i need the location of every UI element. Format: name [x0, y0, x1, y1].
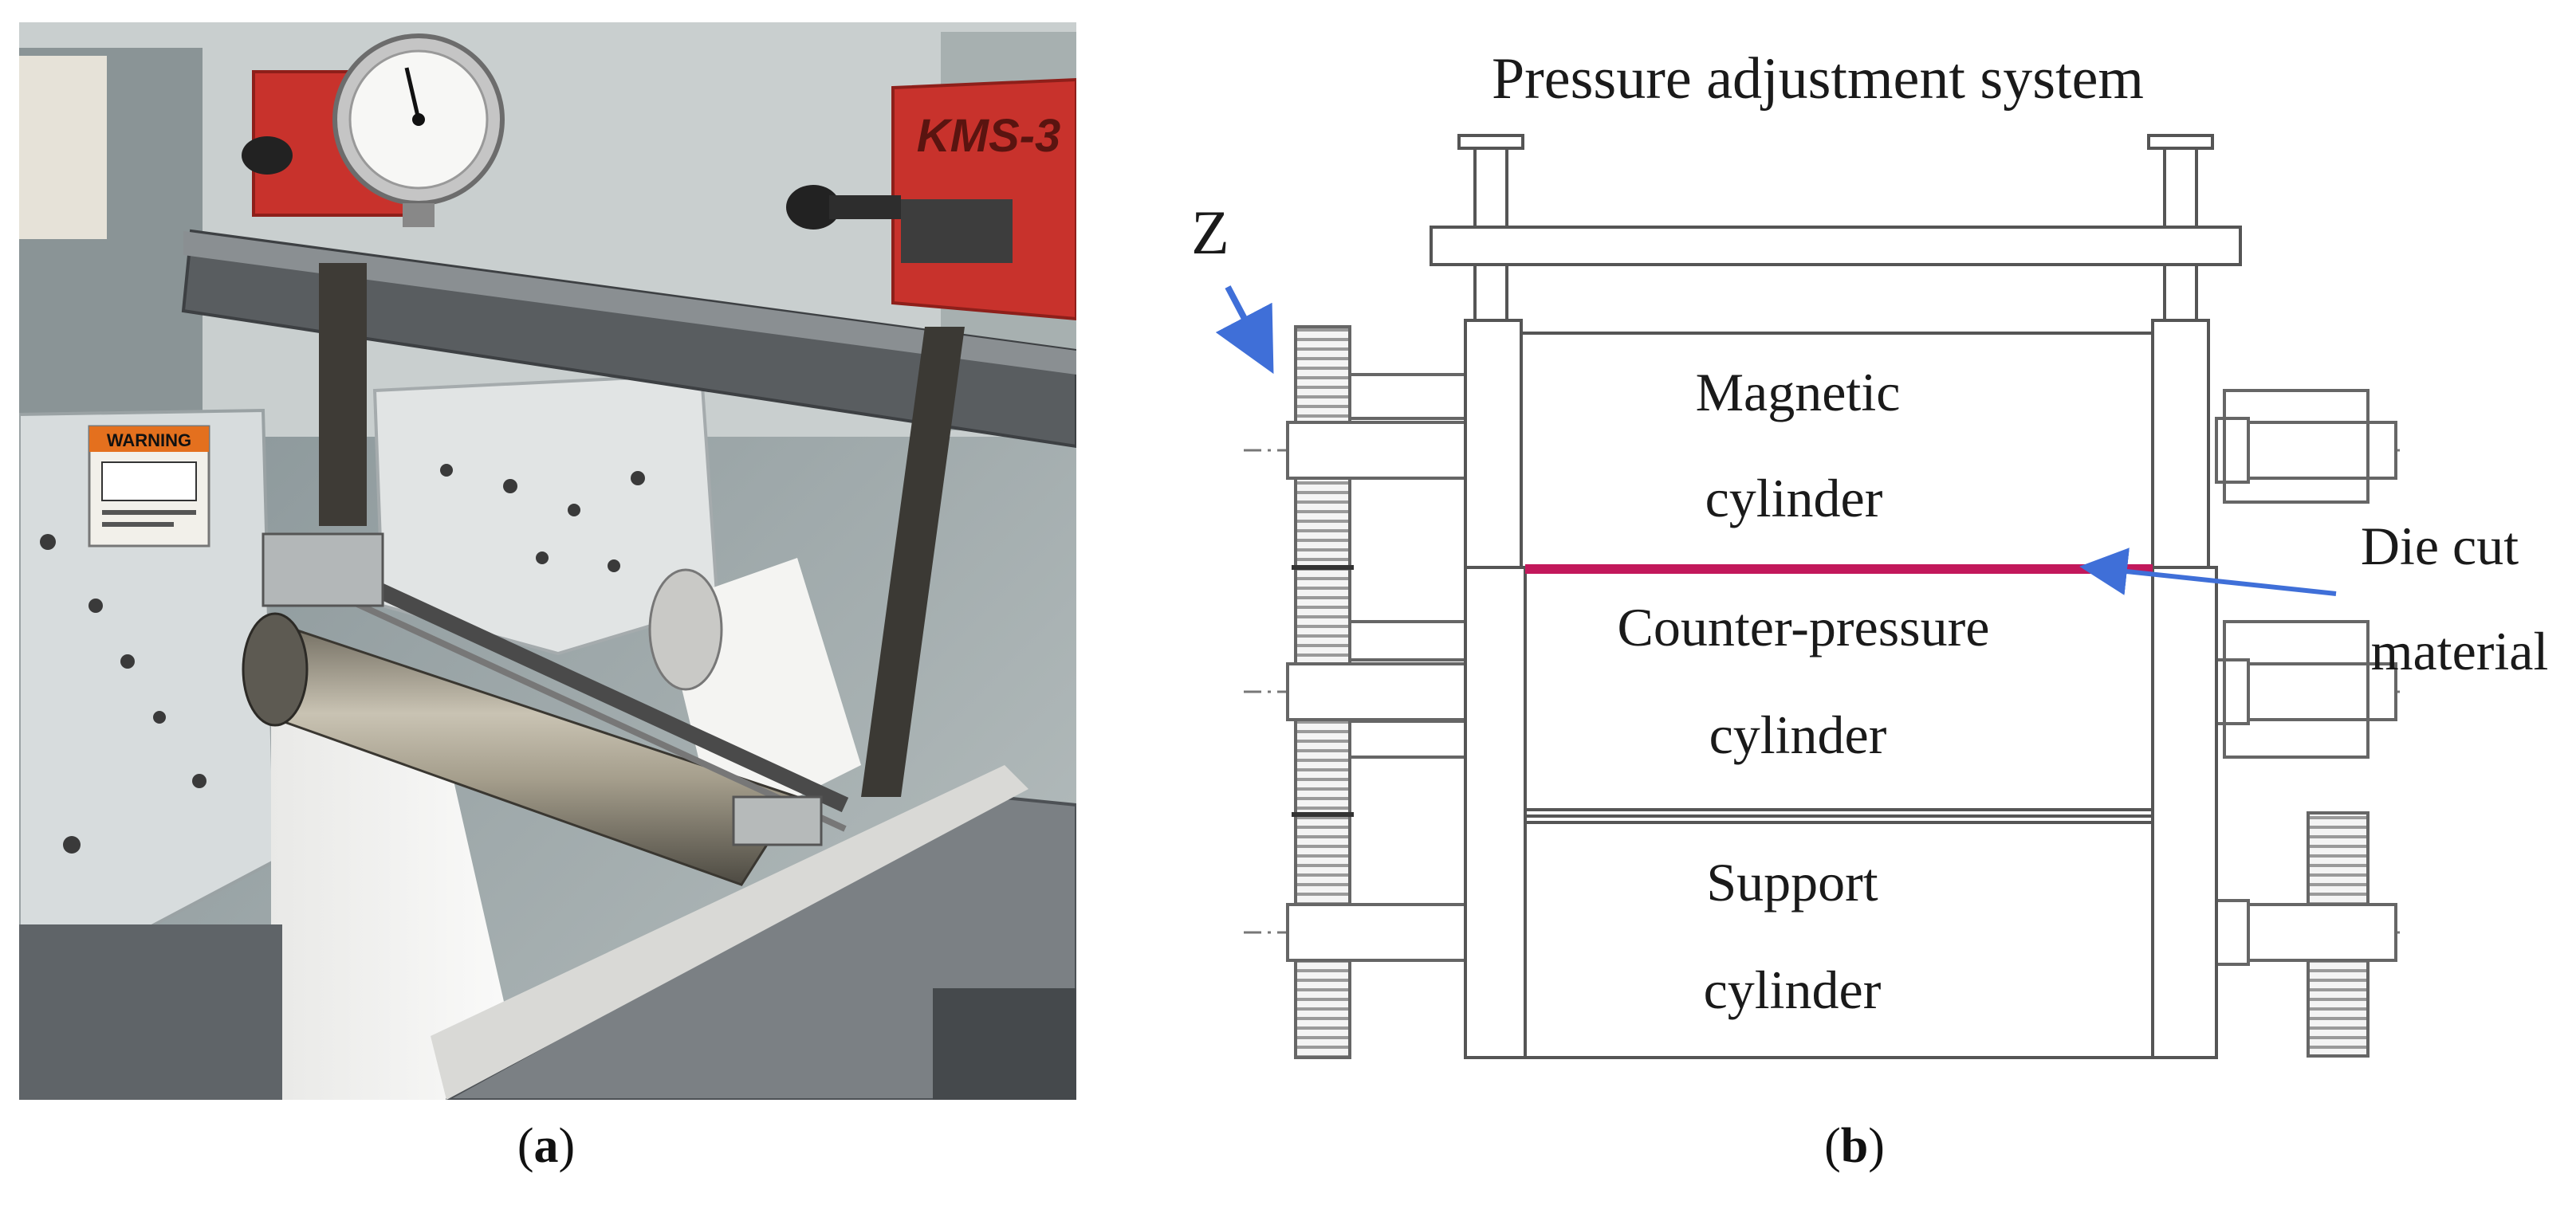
warning-sticker: WARNING — [88, 425, 210, 548]
main-cylinder-end — [242, 612, 309, 727]
front-guard-edge — [431, 765, 1028, 1100]
z-arrow — [1215, 285, 1274, 375]
magnetic-cylinder — [1520, 332, 2154, 569]
caption-b: (b) — [1824, 1119, 1885, 1173]
counter-label-1: Counter-pressure — [1618, 597, 1990, 657]
column-left — [319, 263, 367, 526]
caption-a: (a) — [517, 1119, 575, 1173]
guide-rod-2 — [333, 591, 847, 832]
pressure-gauge — [332, 33, 505, 227]
left-knob — [242, 136, 293, 175]
magnetic-label-2: cylinder — [1705, 468, 1883, 528]
rod-clamp-right — [732, 795, 823, 846]
magnetic-label-1: Magnetic — [1696, 362, 1901, 422]
pressure-bar — [1430, 226, 2242, 266]
red-block-right-slot — [901, 199, 1013, 263]
warning-sticker-label: WARNING — [107, 430, 191, 450]
right-knob — [786, 185, 840, 230]
top-crossbar-face — [183, 231, 1076, 375]
caption-b-letter: b — [1841, 1119, 1868, 1173]
plate-holes — [40, 464, 645, 854]
caption-a-letter: a — [534, 1119, 559, 1173]
counter-label-2: cylinder — [1709, 705, 1887, 765]
red-block-model-label: KMS-3 — [917, 110, 1060, 162]
counter-pressure-cylinder — [1524, 569, 2154, 811]
panel-a-photo: WARNING KMS-3 — [19, 22, 1076, 1100]
right-knob-shaft — [829, 195, 901, 219]
support-cylinder — [1524, 821, 2154, 1059]
column-right — [861, 327, 965, 797]
right-shafts — [2215, 389, 2397, 966]
die-cut-label-2: material — [2371, 621, 2549, 681]
rod-clamp-left — [262, 532, 384, 607]
floor-bracket-right — [933, 988, 1076, 1100]
die-cut-arrow — [2079, 548, 2337, 596]
support-label-1: Support — [1706, 852, 1878, 913]
pressure-system-title: Pressure adjustment system — [1492, 46, 2144, 112]
pressure-adjustment-system — [1430, 134, 2242, 322]
die-cut-label-1: Die cut — [2361, 516, 2519, 576]
paper-web-front — [271, 717, 526, 1100]
frame-posts — [1464, 319, 2218, 1059]
panel-b-diagram: Pressure adjustment system Z — [1191, 46, 2549, 1059]
support-label-2: cylinder — [1704, 960, 1882, 1020]
guide-rod-1 — [331, 562, 849, 813]
floor-bracket — [19, 924, 282, 1100]
axis-z-label: Z — [1191, 198, 1229, 267]
paper-roll-back — [648, 568, 723, 691]
paper-reel-left — [19, 56, 107, 239]
